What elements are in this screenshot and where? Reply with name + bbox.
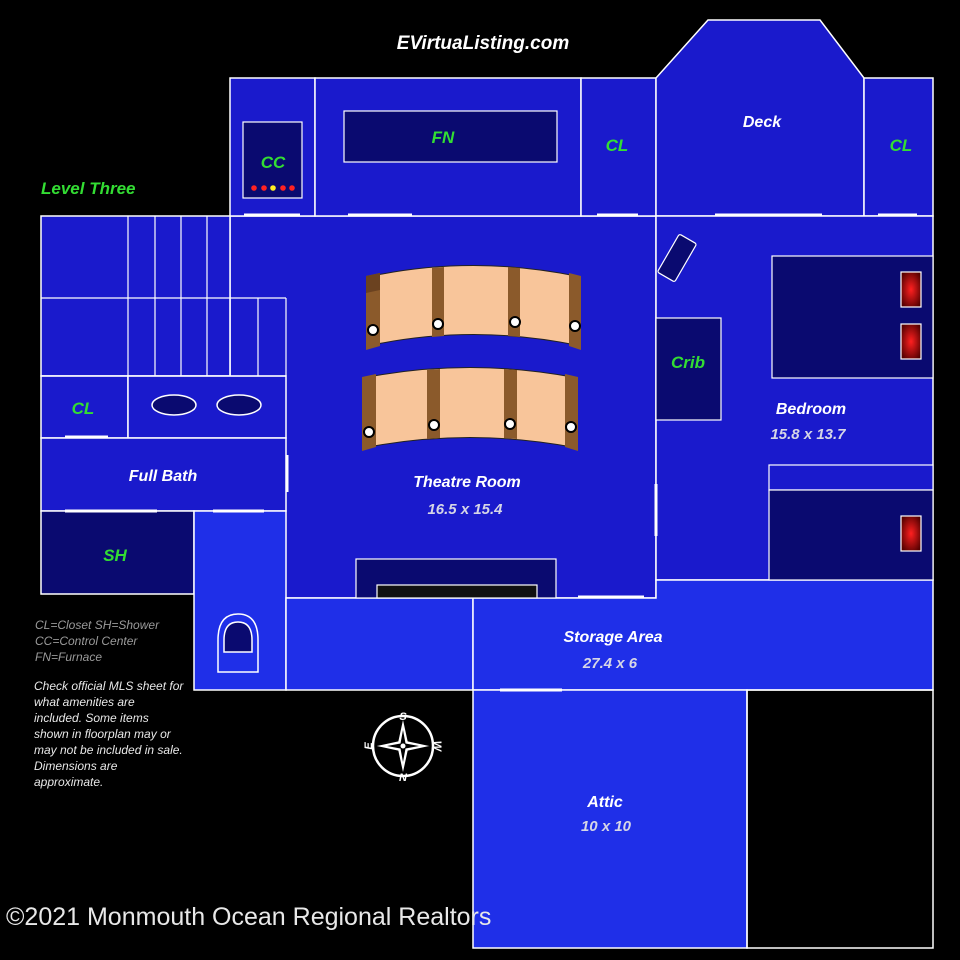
closet-right	[863, 77, 934, 217]
label-cl-top: CL	[606, 136, 629, 155]
sink-right	[216, 394, 262, 416]
compass-n: N	[399, 772, 408, 784]
heater-3	[900, 515, 922, 552]
label-attic: Attic	[586, 794, 623, 811]
label-theatre: Theatre Room	[413, 474, 521, 491]
label-storage: Storage Area	[564, 629, 663, 646]
heater-2	[900, 323, 922, 360]
closet-left	[40, 375, 129, 439]
label-deck: Deck	[743, 114, 782, 131]
closet-top	[580, 77, 657, 217]
heater-1	[900, 271, 922, 308]
legend-line: FN=Furnace	[35, 650, 103, 664]
label-full-bath: Full Bath	[129, 468, 198, 485]
copyright-notice: ©2021 Monmouth Ocean Regional Realtors	[6, 903, 492, 931]
legend-line: CC=Control Center	[35, 634, 138, 648]
attic-area	[472, 689, 748, 949]
attic-outline	[746, 689, 934, 949]
compass-rose: S N E W	[363, 710, 443, 784]
stair-area	[40, 215, 231, 377]
furnace-unit	[343, 110, 558, 163]
control-lights	[251, 185, 295, 191]
sink-left	[151, 394, 197, 416]
label-bedroom-dims: 15.8 x 13.7	[770, 426, 846, 443]
door-openings	[65, 213, 917, 692]
label-cc: CC	[261, 153, 286, 172]
tv-screen	[376, 584, 538, 599]
label-storage-dims: 27.4 x 6	[582, 655, 638, 672]
abbreviation-legend: CL=Closet SH=Shower CC=Control Center FN…	[35, 617, 159, 665]
label-cl-right: CL	[890, 136, 913, 155]
theatre-seats-row-2	[362, 367, 578, 451]
label-crib: Crib	[671, 353, 705, 372]
compass-s: S	[399, 711, 407, 723]
compass-w: W	[431, 741, 443, 753]
label-bedroom: Bedroom	[776, 401, 846, 418]
theatre-seats-row-1	[366, 265, 581, 350]
compass-e: E	[363, 742, 375, 750]
label-fn: FN	[432, 128, 455, 147]
staircase	[41, 216, 287, 377]
side-table	[657, 234, 697, 282]
label-cl-left: CL	[72, 399, 95, 418]
disclaimer-note: Check official MLS sheet for what amenit…	[34, 679, 184, 789]
label-theatre-dims: 16.5 x 15.4	[427, 501, 503, 518]
bed-bottom-header	[768, 464, 934, 491]
crib	[655, 317, 722, 421]
label-sh: SH	[103, 546, 127, 565]
legend-line: CL=Closet SH=Shower	[35, 618, 160, 632]
shower-room	[40, 510, 195, 595]
brand-watermark: EVirtuaListing.com	[396, 33, 570, 54]
storage-left	[285, 597, 474, 691]
toilet-icon	[217, 613, 259, 673]
level-title: Level Three	[41, 179, 136, 198]
label-attic-dims: 10 x 10	[581, 818, 632, 835]
